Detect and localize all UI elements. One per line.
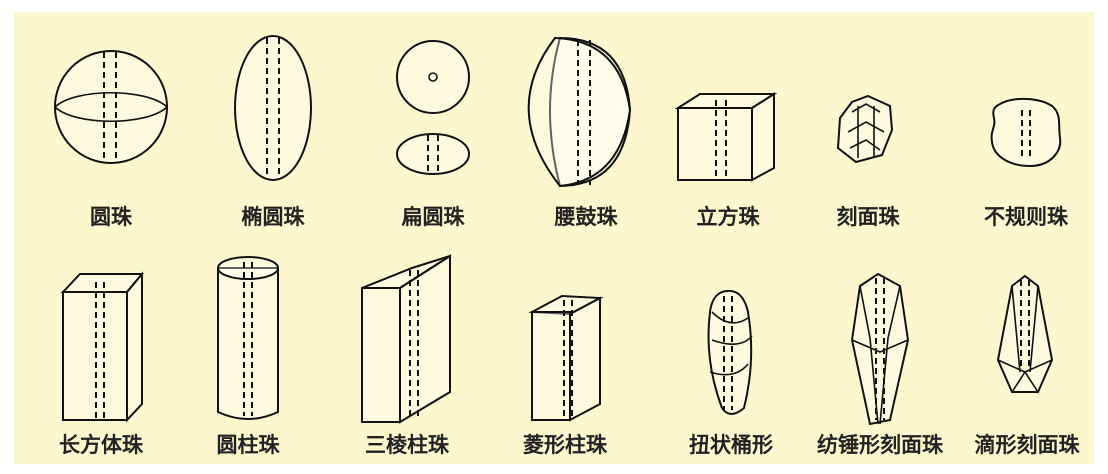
bead-types-diagram	[14, 12, 1094, 464]
ellipse-bead-label: 椭圆珠	[242, 205, 306, 229]
drum-bead-icon	[527, 36, 632, 188]
ellipse-bead-icon	[234, 35, 312, 181]
cube-bead-label: 立方珠	[697, 205, 761, 229]
irregular-bead-icon	[990, 98, 1062, 168]
rhombic-prism-bead-icon	[528, 294, 604, 422]
triangular-prism-bead-label: 三棱柱珠	[365, 433, 450, 457]
twisted-barrel-bead-icon	[707, 290, 753, 415]
flat-round-bead-icon	[396, 40, 470, 175]
faceted-bead-icon	[836, 94, 894, 164]
spindle-faceted-bead-icon	[850, 272, 910, 426]
faceted-bead-label: 刻面珠	[837, 205, 901, 229]
cylinder-bead-label: 圆柱珠	[217, 433, 281, 457]
drop-faceted-bead-icon	[996, 274, 1054, 393]
cuboid-bead-label: 长方体珠	[59, 433, 144, 457]
drum-bead-label: 腰鼓珠	[554, 205, 619, 229]
cube-bead-icon	[674, 92, 778, 182]
rhombic-prism-bead-label: 菱形柱珠	[523, 433, 608, 457]
cylinder-bead-icon	[217, 256, 279, 420]
drop-faceted-bead-label: 滴形刻面珠	[975, 433, 1081, 457]
triangular-prism-bead-icon	[361, 254, 451, 424]
flat-round-bead-label: 扁圆珠	[402, 205, 466, 229]
cuboid-bead-icon	[60, 271, 145, 423]
spindle-faceted-bead-label: 纺锤形刻面珠	[817, 433, 944, 457]
sphere-bead-label: 圆珠	[90, 205, 133, 229]
irregular-bead-label: 不规则珠	[984, 205, 1069, 229]
twisted-barrel-bead-label: 扭状桶形	[689, 433, 773, 457]
sphere-bead-icon	[54, 50, 168, 164]
